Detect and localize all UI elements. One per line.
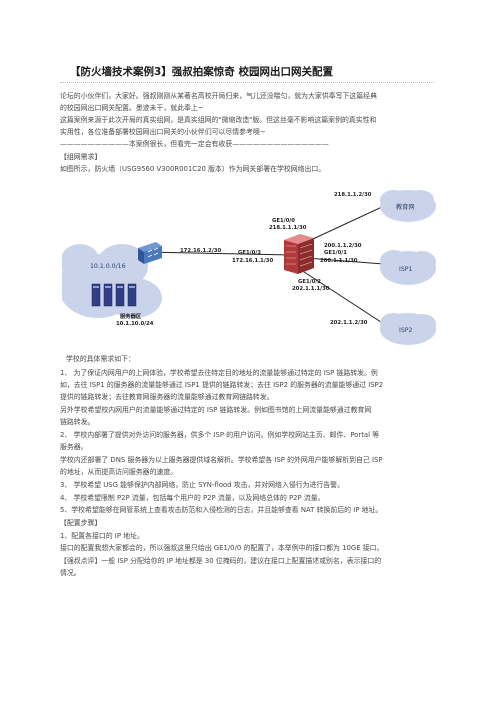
edu-cloud	[380, 190, 436, 222]
edu-link-ip: 218.1.1.2/30	[334, 192, 372, 198]
ge100-label: GE1/0/0	[272, 218, 295, 224]
ge101-label: GE1/0/1	[324, 250, 347, 256]
intro-line-5: ——————————本案例很长，但看完一定会有收获——————————————	[60, 140, 329, 148]
server-group	[91, 283, 137, 307]
isp1-link-ip: 200.1.1.2/30	[324, 243, 362, 249]
requirement-line-8: 学校内还部署了 DNS 服务器为以上服务器提供域名解析。学校希望各 ISP 的外…	[60, 456, 383, 464]
link-firewall-isp2	[297, 267, 385, 325]
router-link-ip: 172.16.1.2/30	[180, 248, 221, 254]
tip-line-2: 情况。	[60, 569, 81, 577]
config-heading: 【配置步骤】	[60, 519, 102, 527]
isp2-cloud	[380, 313, 436, 345]
networking-desc: 如图所示，防火墙（USG9560 V300R001C20 版本）作为网关部署在学…	[60, 165, 326, 173]
requirement-line-3: 提供的链路转发；去往教育网服务器的流量能够通过教育网链路转发。	[60, 393, 274, 401]
requirement-line-6: 2、 学校内部署了提供对外访问的服务器，供多个 ISP 的用户访问。例如学校网站…	[60, 431, 380, 439]
isp2-link-ip: 202.1.1.2/30	[330, 320, 368, 326]
core-router-icon	[138, 242, 162, 264]
links	[121, 205, 385, 325]
requirement-line-9: 的地址，从而提高访问服务器的速度。	[60, 468, 178, 476]
networking-heading: 【组网需求】	[60, 153, 102, 161]
network-diagram: 10.1.0.0/16 服务器区 10.1.10.0/24 172.16.1.2…	[62, 190, 436, 345]
requirement-line-1: 1、 为了保证内网用户的上网体验，学校希望去往特定目的地址的流量能够通过特定的 …	[60, 369, 378, 377]
intro-line-4: 实用性，各位准备部署校园网出口网关的小伙伴们可以尽情参考噢~	[60, 128, 266, 136]
title-divider	[60, 82, 434, 83]
ge103-ip: 172.16.1.1/30	[232, 258, 273, 264]
ge100-ip: 218.1.1.1/30	[269, 225, 307, 231]
intro-line-2: 的校园网出口网关配置。墨迹未干，就此奉上~	[60, 104, 204, 112]
server-zone-label: 服务器区	[120, 312, 142, 320]
requirement-line-2: 如，去往 ISP1 的服务器的流量能够通过 ISP1 提供的链路转发；去往 IS…	[60, 381, 384, 389]
requirement-line-5: 链路转发。	[60, 418, 95, 426]
requirements-intro: 学校的具体需求如下：	[66, 355, 135, 363]
intro-line-3: 这篇案例来源于此次开局的真实组网，是真实组网的"微缩改造"版。但这丝毫不影响这篇…	[60, 116, 377, 124]
link-firewall-isp1	[305, 257, 385, 265]
server-zone-subnet: 10.1.10.0/24	[116, 321, 154, 327]
config-step-1: 1、配置各接口的 IP 地址。	[60, 532, 144, 540]
requirement-line-7: 服务器。	[60, 443, 88, 451]
config-step-1-desc: 接口的配置我想大家都会的，所以强叔这里只给出 GE1/0/0 的配置了，本举例中…	[60, 544, 384, 552]
requirement-line-11: 4、 学校希望限制 P2P 流量，包括每个用户的 P2P 流量，以及网络总体的 …	[60, 494, 325, 502]
link-router-firewall	[143, 251, 293, 256]
ge102-label: GE1/0/2	[298, 279, 321, 285]
isp2-label: ISP2	[399, 327, 412, 334]
requirement-line-10: 3、 学校希望 USG 能够保护内部网络，防止 SYN-flood 攻击，并对网…	[60, 481, 344, 489]
firewall-icon	[284, 234, 314, 274]
isp1-cloud	[380, 250, 436, 285]
isp1-label: ISP1	[399, 266, 412, 273]
ge103-label: GE1/0/3	[238, 250, 261, 256]
tip-line-1: 【强叔点评】一般 ISP 分配给你的 IP 地址都是 30 位掩码的，建议在接口…	[60, 557, 382, 565]
article-title: 【防火墙技术案例3】强叔拍案惊奇 校园网出口网关配置	[70, 66, 333, 78]
ge101-ip: 200.1.1.1/30	[320, 258, 358, 264]
requirement-line-4: 另外学校希望校内网用户的流量能够通过特定的 ISP 链路转发。例如图书馆的上网流…	[60, 406, 372, 414]
ge102-ip: 202.1.1.1/30	[292, 286, 330, 292]
requirement-line-12: 5、学校希望能够在网管系统上查看攻击防范和入侵检测的日志，并且能够查看 NAT …	[60, 506, 383, 514]
campus-subnet-label: 10.1.0.0/16	[90, 263, 126, 270]
intro-line-1: 论坛的小伙伴们，大家好。强叔刚刚从某著名高校开局归来，气儿还没喘匀，就为大家供奉…	[60, 92, 377, 100]
edu-network-label: 教育网	[396, 203, 415, 211]
